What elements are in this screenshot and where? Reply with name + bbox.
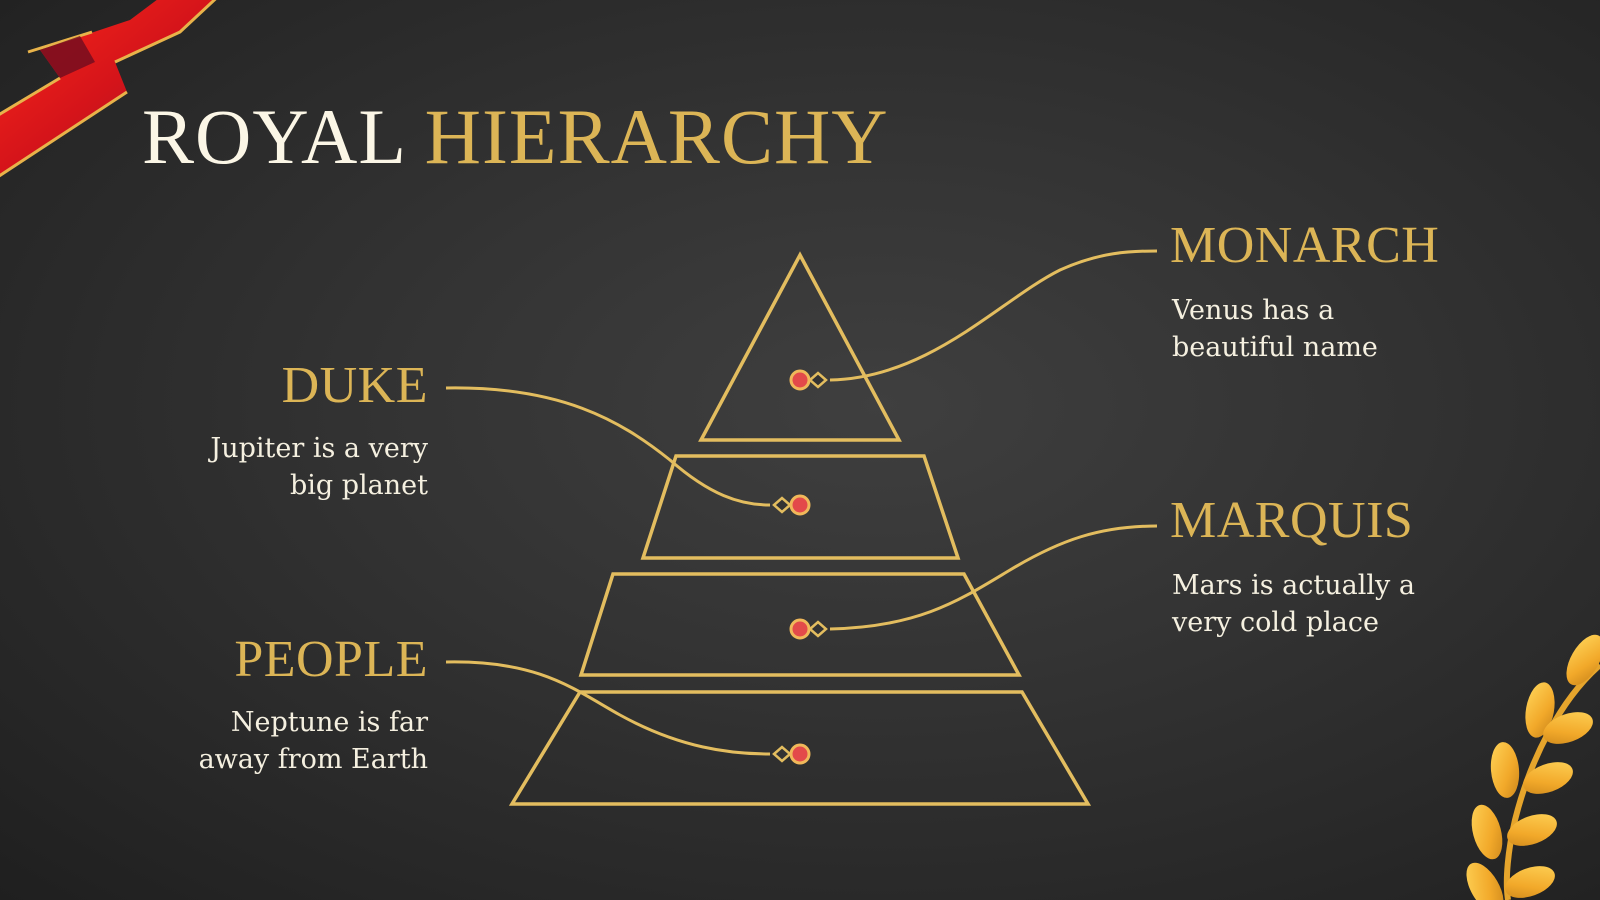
pyramid-tier-4	[508, 690, 1092, 806]
laurel-decoration-icon	[1466, 634, 1600, 900]
level-label-duke: DUKE	[281, 357, 428, 414]
description-line: Venus has a	[1172, 295, 1335, 326]
marker-marquis	[789, 618, 828, 640]
marker-people	[772, 743, 811, 765]
pyramid-tier-3	[578, 572, 1022, 677]
connector-monarch	[829, 249, 1158, 382]
description-line: big planet	[289, 470, 428, 501]
level-label-marquis: MARQUIS	[1170, 492, 1414, 549]
level-description-duke: Jupiter is a very big planet	[210, 430, 428, 504]
level-description-people: Neptune is far away from Earth	[199, 704, 428, 778]
ribbon-decoration-icon	[0, 0, 217, 178]
connector-people	[445, 660, 771, 756]
connector-marquis	[829, 524, 1158, 631]
description-line: Neptune is far	[230, 707, 428, 738]
title-part-1: ROYAL	[142, 93, 405, 180]
title-part-2: HIERARCHY	[424, 93, 889, 180]
connector-duke	[445, 386, 771, 507]
level-label-monarch: MONARCH	[1170, 217, 1440, 274]
pyramid-tier-2	[640, 454, 961, 560]
description-line: Mars is actually a	[1172, 570, 1415, 601]
pyramid-tier-1	[698, 251, 902, 442]
description-line: beautiful name	[1172, 332, 1378, 363]
level-description-marquis: Mars is actually a very cold place	[1172, 567, 1415, 641]
marker-duke	[772, 494, 811, 516]
description-line: Jupiter is a very	[210, 433, 428, 464]
description-line: away from Earth	[198, 744, 428, 775]
slide-title: ROYAL HIERARCHY	[142, 98, 889, 176]
description-line: very cold place	[1172, 607, 1379, 638]
level-label-people: PEOPLE	[234, 631, 428, 688]
level-description-monarch: Venus has a beautiful name	[1172, 292, 1378, 366]
marker-monarch	[789, 369, 828, 391]
